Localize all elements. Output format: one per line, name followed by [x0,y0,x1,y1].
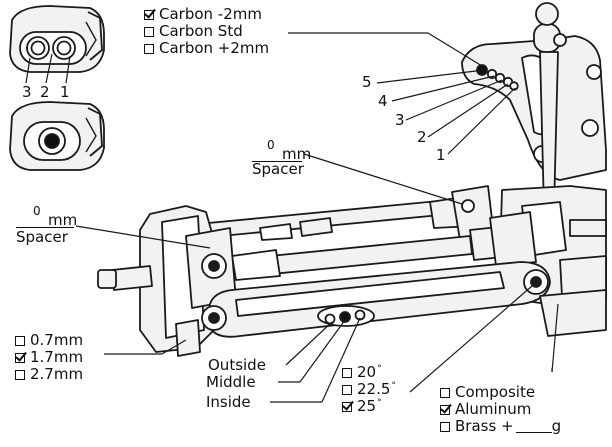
arm-holes [324,309,366,325]
lower-bulkhead [539,289,607,337]
insert-two-hole-icon [9,5,105,73]
angle-option-20: 20° [342,362,382,380]
shim-option-1-7: 1.7mm [15,350,83,365]
insert-number-leaders [25,53,71,84]
checkbox-icon [342,368,352,378]
arm-hole-middle-label: Middle [206,373,256,391]
angle-option-25: 25° [342,396,382,414]
lower-suspension-arm [201,261,551,338]
hole-position-2: 2 [417,128,427,146]
shim-option-0-7: 0.7mm [15,333,83,348]
hole-position-4: 4 [378,92,388,110]
hub-carrier [97,205,237,357]
tower-option-carbon-plus2: Carbon +2mm [144,41,269,56]
checkbox-icon [15,336,25,346]
checked-box-icon [342,402,352,412]
material-option-composite: Composite [440,385,535,400]
insert-single-hole-icon [9,101,105,171]
brass-weight-blank [515,420,552,433]
lower-spacer-label: 0 mm Spacer [16,204,78,246]
arm-hole-outside-label: Outside [208,356,266,374]
material-option-brass: Brass +g [440,419,561,434]
shock-tower [461,35,607,181]
checkbox-icon [144,44,154,54]
checkbox-icon [15,370,25,380]
hole-position-3: 3 [395,111,405,129]
steering-link [209,211,537,281]
leader-lines [75,32,559,403]
shim-option-2-7: 2.7mm [15,367,83,382]
insert-number-1: 1 [60,83,70,101]
tower-option-carbon-minus2: Carbon -2mm [144,7,262,22]
checkbox-icon [342,385,352,395]
arm-hole-inside-label: Inside [206,393,251,411]
checked-box-icon [15,353,25,363]
checkbox-icon [144,27,154,37]
checkbox-icon [440,422,450,432]
tower-option-carbon-std: Carbon Std [144,24,243,39]
checked-box-icon [144,10,154,20]
material-option-aluminum: Aluminum [440,402,531,417]
hole-position-5: 5 [362,73,372,91]
tower-holes [476,64,519,91]
insert-number-2: 2 [40,83,50,101]
insert-number-3: 3 [22,83,32,101]
checked-box-icon [440,405,450,415]
angle-option-22-5: 22.5° [342,379,396,397]
hole-position-1: 1 [436,146,446,164]
checkbox-icon [440,388,450,398]
upper-spacer-label: 0 mm Spacer [252,138,312,178]
upper-camber-link [197,185,495,241]
